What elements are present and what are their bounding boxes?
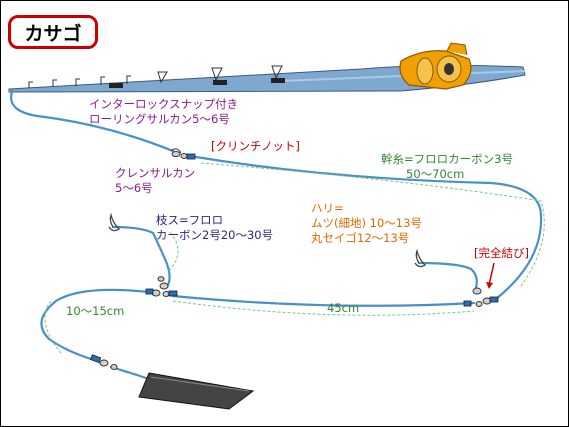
snap-swivel-line2: ローリングサルカン5〜6号 bbox=[89, 112, 230, 126]
branch-line-label: 枝ス=フロロ カーボン2号20〜30号 bbox=[156, 213, 273, 243]
clinch-knot-label: [クリンチノット] bbox=[211, 139, 300, 153]
snap-swivel-line1: インターロックスナップ付き bbox=[89, 97, 239, 111]
hook-line3: 丸セイゴ12〜13号 bbox=[311, 231, 410, 245]
page-title: カサゴ bbox=[8, 15, 98, 49]
main-line-line2: 50〜70cm bbox=[406, 167, 465, 181]
length-left-label: 10〜15cm bbox=[66, 304, 125, 318]
hook-label: ハリ= ムツ(細地) 10〜13号 丸セイゴ12〜13号 bbox=[311, 201, 422, 246]
cross-swivel-line1: クレンサルカン bbox=[115, 166, 196, 180]
cross-swivel-label: クレンサルカン 5〜6号 bbox=[115, 166, 195, 196]
main-line-label: 幹糸=フロロカーボン3号 50〜70cm bbox=[381, 152, 513, 182]
cross-swivel-left bbox=[145, 276, 178, 297]
cross-swivel-right bbox=[463, 287, 499, 307]
branch-line-line1: 枝ス=フロロ bbox=[156, 213, 224, 227]
hook-line2: ムツ(細地) 10〜13号 bbox=[311, 216, 422, 230]
knot-arrow-icon bbox=[488, 262, 495, 286]
snap-swivel-label: インターロックスナップ付き ローリングサルカン5〜6号 bbox=[89, 97, 238, 127]
hook-icon-right bbox=[414, 248, 427, 268]
snap-swivel-upper bbox=[170, 148, 196, 160]
main-line-line1: 幹糸=フロロカーボン3号 bbox=[381, 152, 513, 166]
sinker-swivel bbox=[90, 354, 118, 370]
fishing-line bbox=[10, 87, 543, 381]
rod-icon bbox=[8, 42, 526, 93]
hook-icon-left bbox=[108, 212, 121, 232]
hook-line1: ハリ= bbox=[311, 201, 344, 215]
measure-guide-lines bbox=[44, 162, 545, 354]
perfect-knot-label: [完全結び] bbox=[474, 246, 529, 260]
sinker-icon bbox=[138, 372, 255, 410]
cross-swivel-line2: 5〜6号 bbox=[115, 181, 153, 195]
length-mid-label: 45cm bbox=[327, 301, 360, 315]
branch-line-line2: カーボン2号20〜30号 bbox=[156, 228, 274, 242]
reel-icon bbox=[399, 42, 472, 90]
rod-guides-icon bbox=[28, 65, 283, 88]
arrow-head-icon bbox=[486, 282, 493, 289]
